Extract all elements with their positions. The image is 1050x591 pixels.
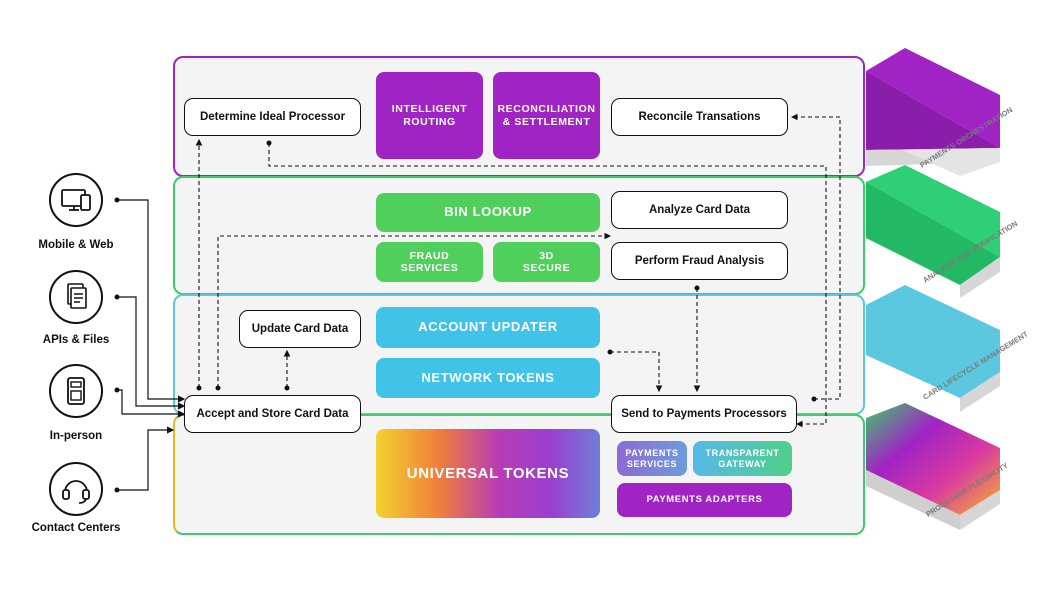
files-icon	[49, 270, 103, 324]
reconcile-transactions-node: Reconcile Transations	[611, 98, 788, 136]
reconciliation-settlement-tile: RECONCILIATION & SETTLEMENT	[493, 72, 600, 159]
intelligent-routing-tile: INTELLIGENT ROUTING	[376, 72, 483, 159]
analyze-card-data-node: Analyze Card Data	[611, 191, 788, 229]
accept-store-card-data-node: Accept and Store Card Data	[184, 395, 361, 433]
fraud-services-tile: FRAUD SERVICES	[376, 242, 483, 282]
perform-fraud-analysis-node: Perform Fraud Analysis	[611, 242, 788, 280]
update-card-data-node: Update Card Data	[239, 310, 361, 348]
devices-icon	[49, 173, 103, 227]
channel-label-contact-centers: Contact Centers	[31, 522, 121, 534]
payments-services-tile: PAYMENTS SERVICES	[617, 441, 687, 476]
bin-lookup-tile: BIN LOOKUP	[376, 193, 600, 232]
universal-tokens-tile: UNIVERSAL TOKENS	[376, 429, 600, 518]
3d-secure-tile: 3D SECURE	[493, 242, 600, 282]
channel-label-in-person: In-person	[49, 430, 103, 442]
payments-adapters-tile: PAYMENTS ADAPTERS	[617, 483, 792, 517]
network-tokens-tile: NETWORK TOKENS	[376, 358, 600, 398]
send-to-processors-node: Send to Payments Processors	[611, 395, 797, 433]
transparent-gateway-tile: TRANSPARENT GATEWAY	[693, 441, 792, 476]
channel-label-mobile-web: Mobile & Web	[38, 239, 114, 251]
account-updater-tile: ACCOUNT UPDATER	[376, 307, 600, 348]
determine-ideal-processor-node: Determine Ideal Processor	[184, 98, 361, 136]
headset-icon	[49, 462, 103, 516]
card-terminal-icon	[49, 364, 103, 418]
channel-label-apis-files: APIs & Files	[42, 334, 110, 346]
